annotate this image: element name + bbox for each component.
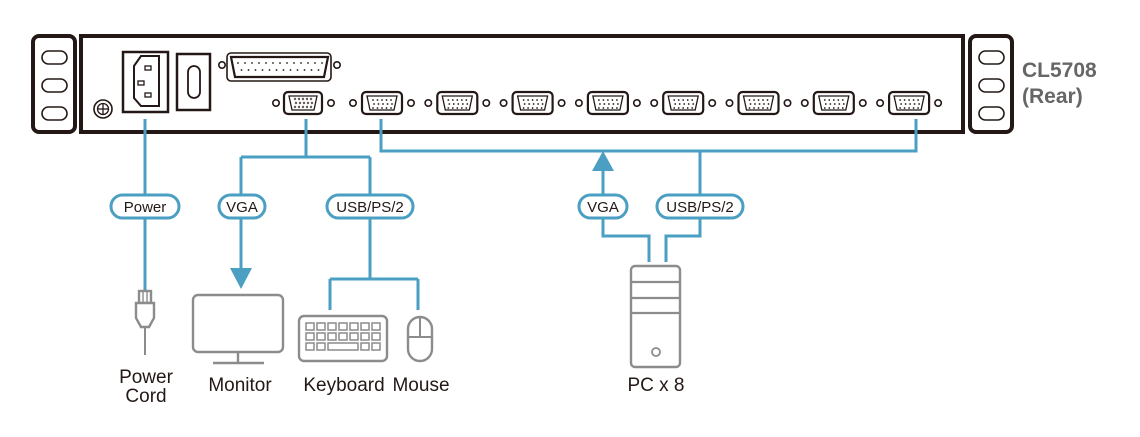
right-rack-ear (968, 34, 1014, 134)
model-title: CL5708 (1022, 59, 1097, 82)
kvm-bus-cable (379, 119, 918, 153)
power-socket-icon (121, 50, 170, 114)
kvm-port-1 (348, 90, 415, 116)
kvm-port-group (348, 90, 943, 116)
kvm-port-8 (876, 90, 943, 116)
console-usb-cable (328, 157, 420, 310)
power-cord-label: Power (119, 367, 174, 388)
kvm-port-4 (574, 90, 641, 116)
power-cord-label-line2: Cord (125, 386, 166, 407)
kvm-port-3 (499, 90, 566, 116)
left-rack-ear (31, 34, 77, 134)
monitor-icon (191, 293, 285, 365)
ground-screw-icon (93, 99, 113, 119)
svg-text:USB/PS/2: USB/PS/2 (336, 199, 404, 216)
pc-tower-icon (629, 264, 682, 369)
svg-text:Power: Power (124, 199, 167, 216)
db25-port-icon (218, 52, 341, 82)
power-label-pill: Power (109, 193, 181, 220)
console-vga-label-pill: VGA (217, 193, 267, 220)
kvm-chassis (79, 34, 965, 134)
mouse-icon (406, 315, 434, 363)
pc-label: PC x 8 (627, 375, 684, 396)
power-switch-icon (175, 52, 212, 112)
console-vga-port-icon (271, 90, 335, 116)
svg-text:VGA: VGA (226, 199, 258, 216)
pc-vga-arrow-icon (592, 151, 614, 171)
kvm-port-7 (800, 90, 867, 116)
mouse-label: Mouse (392, 375, 449, 396)
keyboard-icon (297, 314, 389, 363)
kvm-port-2 (424, 90, 491, 116)
kvm-port-5 (650, 90, 717, 116)
keyboard-label: Keyboard (303, 375, 384, 396)
model-subtitle: (Rear) (1022, 85, 1083, 108)
console-cable-trunk (241, 119, 370, 159)
monitor-arrow-icon (230, 268, 252, 289)
console-usb-label-pill: USB/PS/2 (325, 193, 415, 220)
power-cord-icon (134, 289, 156, 355)
pc-usb-label-pill: USB/PS/2 (655, 193, 745, 220)
svg-text:VGA: VGA (587, 199, 619, 216)
kvm-port-6 (725, 90, 792, 116)
monitor-label: Monitor (208, 375, 272, 396)
svg-text:USB/PS/2: USB/PS/2 (666, 199, 734, 216)
pc-vga-label-pill: VGA (577, 193, 629, 220)
